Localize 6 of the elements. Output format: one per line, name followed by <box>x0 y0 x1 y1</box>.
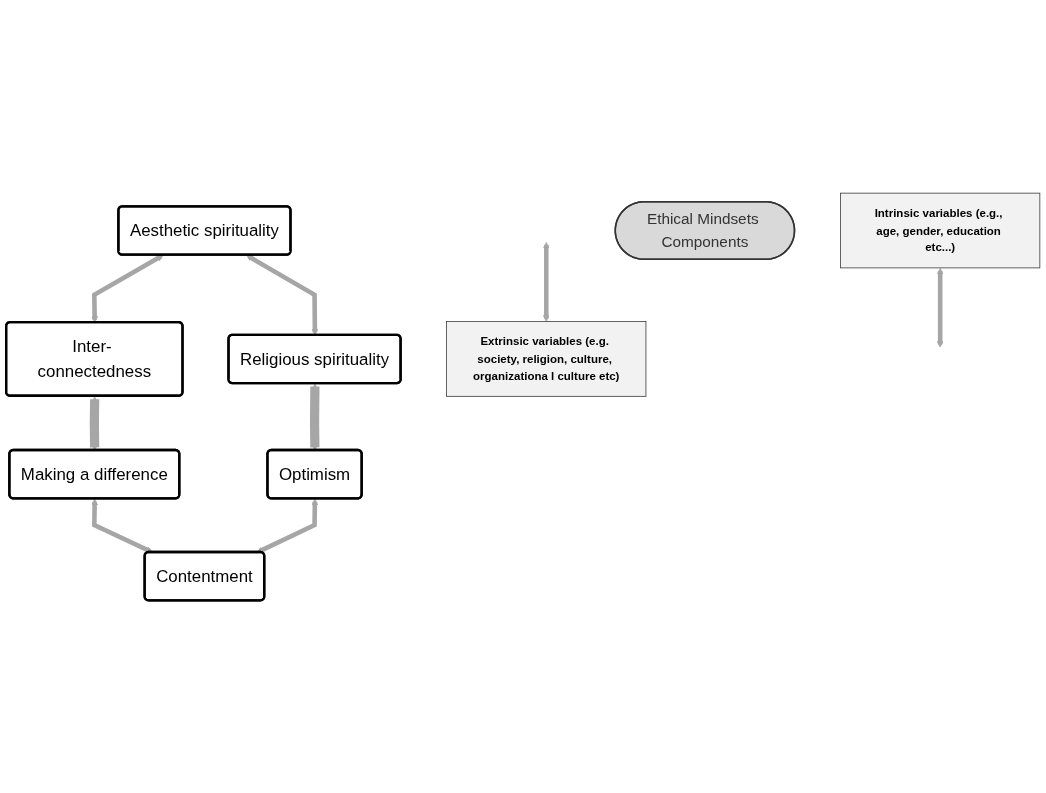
arrow <box>256 498 319 553</box>
arrow <box>542 241 550 322</box>
arrow <box>91 498 153 553</box>
node-box: Extrinsic variables (e.g. society, religion, culture, organizationa l culture etc) <box>446 320 647 397</box>
arrow <box>936 267 944 348</box>
node-box: Intrinsic variables (e.g., age, gender, education etc...) <box>840 192 1041 269</box>
